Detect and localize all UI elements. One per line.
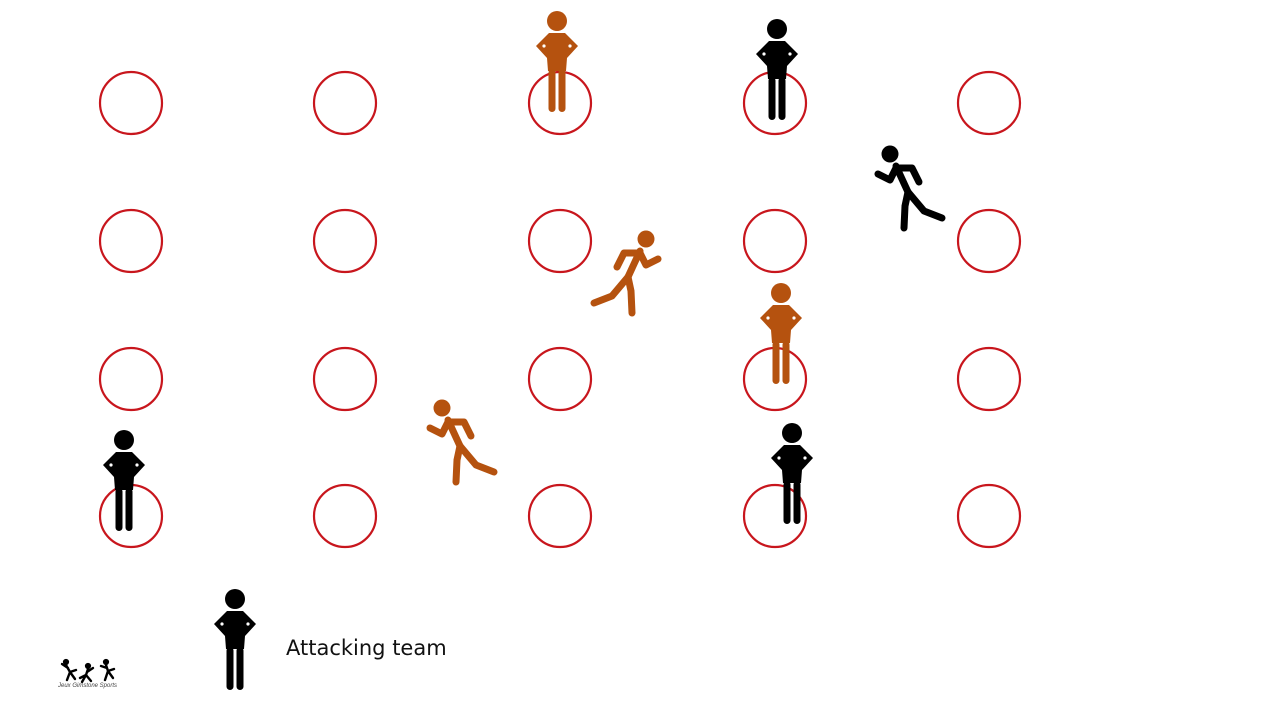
circle-marker-icon xyxy=(742,483,808,549)
attacking-running-player-icon xyxy=(874,145,946,232)
circle-marker-icon xyxy=(527,346,593,412)
circle-marker-icon xyxy=(98,208,164,274)
logo-text: Jeux Gimstone Sports xyxy=(58,683,118,689)
circle-marker-icon xyxy=(312,346,378,412)
circle-marker-icon xyxy=(742,208,808,274)
defending-running-player-icon xyxy=(590,230,662,317)
legend-icon xyxy=(214,589,256,690)
circle-marker-icon xyxy=(956,208,1022,274)
circle-marker-icon xyxy=(312,70,378,136)
circle-marker-icon xyxy=(527,483,593,549)
circle-marker-icon xyxy=(527,208,593,274)
cone-grid xyxy=(98,70,1022,549)
attacking-standing-player-icon xyxy=(103,430,145,531)
legend-standing-player-icon xyxy=(214,589,256,690)
circle-marker-icon xyxy=(956,346,1022,412)
players xyxy=(103,11,946,531)
attacking-standing-player-icon xyxy=(771,423,813,524)
circle-marker-icon xyxy=(956,70,1022,136)
legend-label: Attacking team xyxy=(286,636,447,660)
defending-standing-player-icon xyxy=(536,11,578,112)
attacking-standing-player-icon xyxy=(756,19,798,120)
circle-marker-icon xyxy=(98,346,164,412)
circle-marker-icon xyxy=(956,483,1022,549)
logo xyxy=(56,656,132,694)
defending-running-player-icon xyxy=(426,399,498,486)
circle-marker-icon xyxy=(312,208,378,274)
circle-marker-icon xyxy=(312,483,378,549)
sports-players-logo-icon xyxy=(60,658,116,684)
defending-standing-player-icon xyxy=(760,283,802,384)
circle-marker-icon xyxy=(98,70,164,136)
